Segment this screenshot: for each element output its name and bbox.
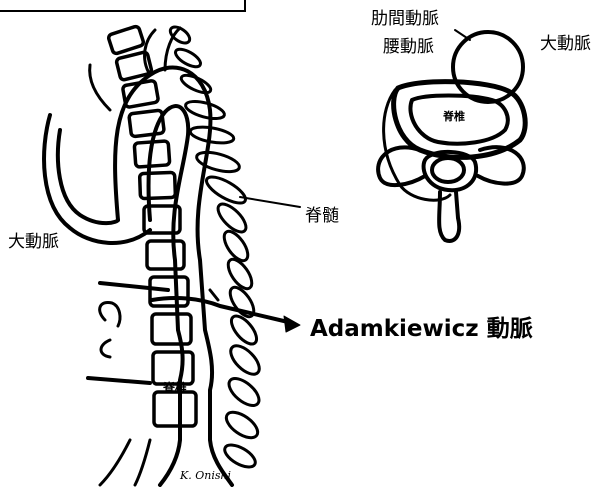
label-intercostal-artery: 肋間動脈	[371, 11, 439, 28]
aorta-drawing	[44, 28, 232, 485]
spinous-processes	[168, 24, 265, 472]
vertebra-cross-section	[378, 30, 525, 241]
adamkiewicz-artery-line	[152, 298, 288, 322]
spinal-cord-pointer	[240, 197, 300, 207]
author-signature: K. Onishi	[180, 470, 231, 481]
label-aorta-sagittal: 大動脈	[8, 234, 59, 251]
label-spinal-cord: 脊髄	[305, 208, 339, 225]
adamkiewicz-arrow-head	[284, 316, 300, 332]
label-adamkiewicz-artery: Adamkiewicz 動脈	[310, 318, 533, 341]
label-lumbar-artery: 腰動脈	[383, 39, 434, 56]
label-vertebra-cross: 脊椎	[443, 111, 465, 122]
label-vertebra-small: 脊椎	[163, 382, 187, 394]
label-aorta-crosssection: 大動脈	[540, 36, 591, 53]
